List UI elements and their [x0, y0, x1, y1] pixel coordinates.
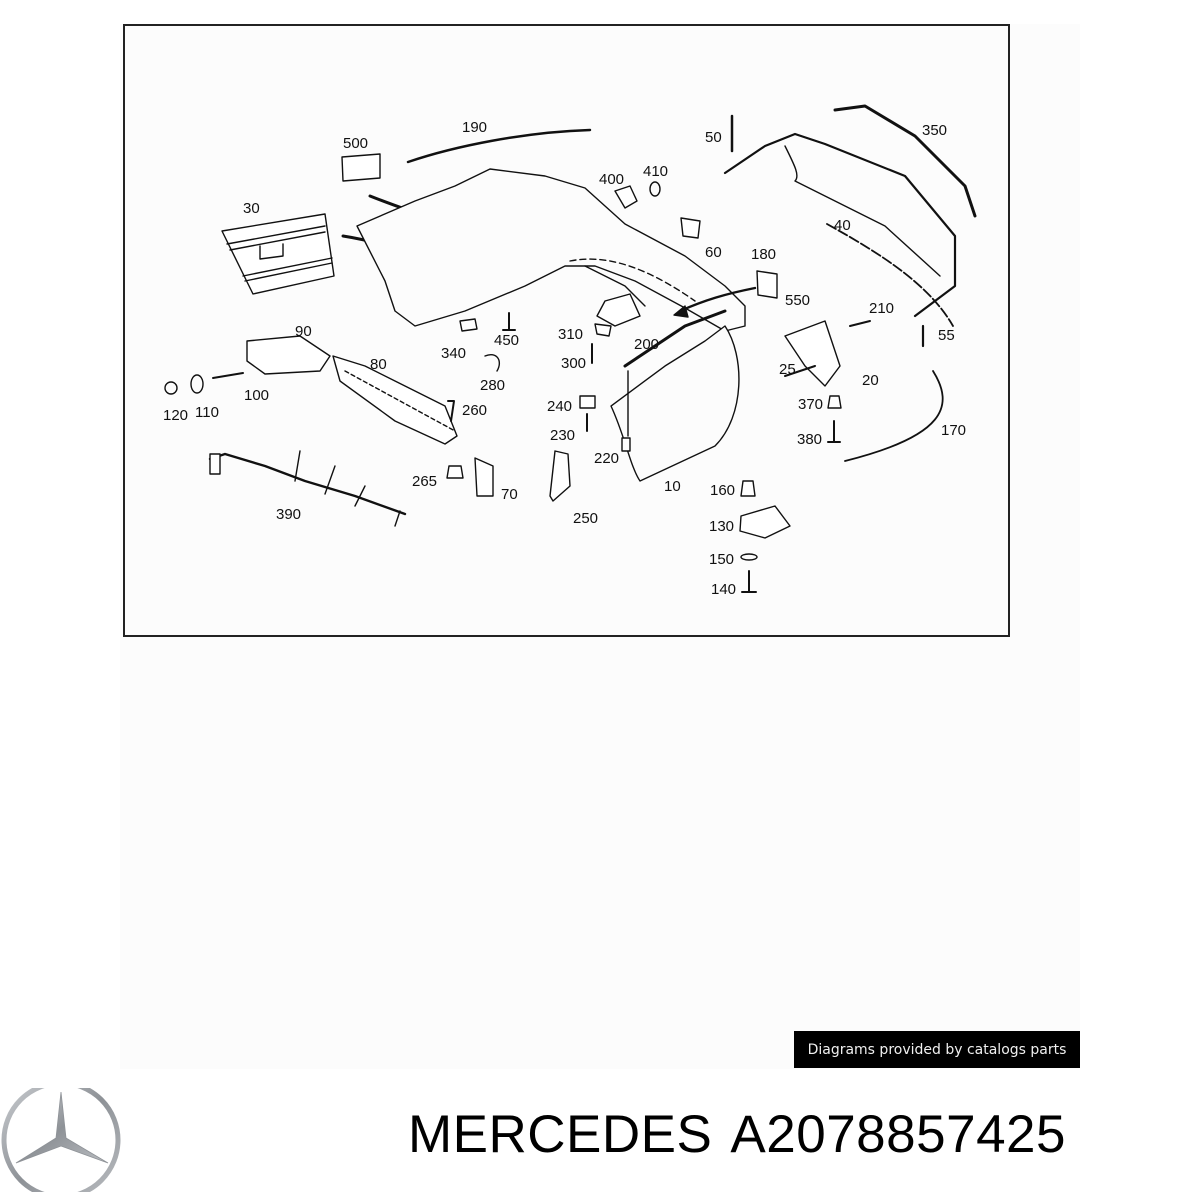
part-callout: 380 [797, 431, 823, 448]
part-callout: 300 [561, 355, 587, 372]
part-callout: 220 [594, 450, 620, 467]
part-callout: 450 [494, 332, 520, 349]
part-number: A2078857425 [730, 1105, 1067, 1164]
part-callout: 350 [922, 122, 948, 139]
part-callout: 20 [862, 372, 879, 389]
part-callout: 100 [244, 387, 270, 404]
part-callout: 265 [412, 473, 438, 490]
bumper-exploded-drawing [164, 104, 977, 593]
part-callout: 310 [558, 326, 584, 343]
part-callout: 160 [710, 482, 736, 499]
part-callout: 30 [243, 200, 260, 217]
part-callout: 70 [501, 486, 518, 503]
brand-name: MERCEDES [408, 1105, 713, 1164]
part-callout: 390 [276, 506, 302, 523]
part-callout: 25 [779, 361, 796, 378]
part-callout: 230 [550, 427, 576, 444]
part-callout: 180 [751, 246, 777, 263]
part-callout: 10 [664, 478, 681, 495]
part-callout: 400 [599, 171, 625, 188]
credit-text: Diagrams provided by catalogs parts [807, 1041, 1067, 1058]
part-callout: 280 [480, 377, 506, 394]
part-callout: 80 [370, 356, 387, 373]
part-callout: 260 [462, 402, 488, 419]
part-callout: 200 [634, 336, 660, 353]
part-callout: 370 [798, 396, 824, 413]
part-callout: 40 [834, 217, 851, 234]
diagram-credit-banner: Diagrams provided by catalogs parts [794, 1031, 1080, 1068]
part-callout: 170 [941, 422, 967, 439]
part-callout: 250 [573, 510, 599, 527]
part-callout: 60 [705, 244, 722, 261]
part-callout: 55 [938, 327, 955, 344]
part-callout: 90 [295, 323, 312, 340]
part-callout: 50 [705, 129, 722, 146]
part-callout: 110 [195, 404, 219, 421]
part-callout: 410 [643, 163, 669, 180]
part-callout: 240 [547, 398, 573, 415]
part-callout: 130 [709, 518, 735, 535]
mercedes-star-logo-icon [1, 1088, 121, 1192]
part-callout: 120 [163, 407, 189, 424]
part-callout: 150 [709, 551, 735, 568]
part-callout: 500 [343, 135, 369, 152]
parts-diagram: 500 190 30 50 350 400 410 40 60 180 550 210 55 90 340 4… [123, 24, 1010, 637]
part-callout: 210 [869, 300, 895, 317]
part-callout: 550 [785, 292, 811, 309]
part-callout: 140 [711, 581, 737, 598]
part-callout: 340 [441, 345, 467, 362]
product-title: MERCEDES A2078857425 [408, 1108, 1066, 1161]
part-callout: 190 [462, 119, 488, 136]
